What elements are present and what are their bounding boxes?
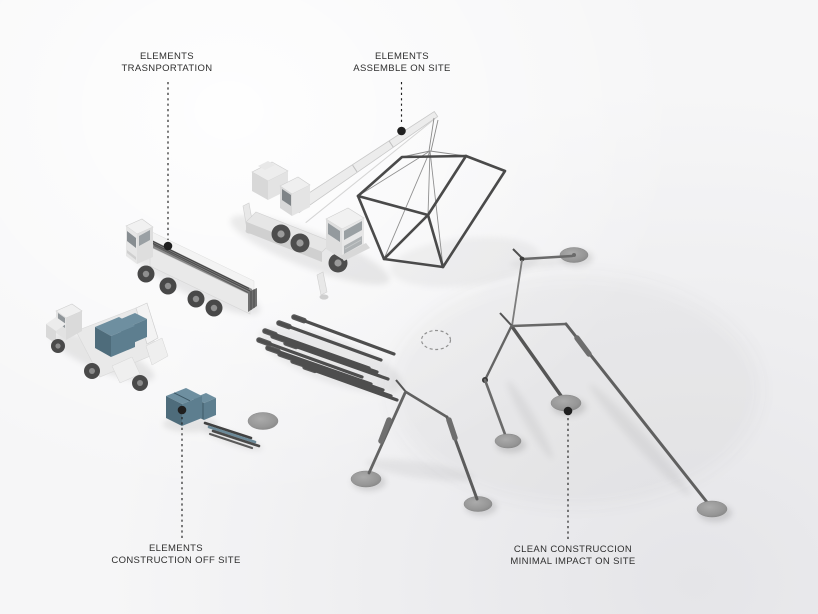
crane-boom (292, 110, 439, 224)
transport-truck (125, 218, 257, 317)
label-elements-construction-off-site: ELEMENTS CONSTRUCTION OFF SITE (111, 543, 240, 566)
trailer-cargo-rods (150, 239, 252, 297)
leg-structure-tent (350, 379, 497, 516)
anchor-dot (563, 406, 573, 416)
trailer-rear-grate (248, 288, 257, 312)
leader-clean (563, 406, 573, 541)
pickup-cargo-crates (95, 313, 147, 357)
crane-truck (242, 110, 439, 300)
label-elements-transportation: ELEMENTS TRASNPORTATION (122, 51, 213, 74)
rod-pile (256, 314, 399, 402)
crane-operator-cab (279, 176, 311, 216)
foundation-disc (350, 470, 382, 488)
label-line: ELEMENTS (374, 51, 429, 62)
wireframe-cables (357, 150, 467, 268)
label-line: ASSEMBLE ON SITE (353, 62, 451, 74)
wireframe-edges (356, 154, 507, 269)
transport-cab (125, 218, 154, 264)
pickup-side-flap (145, 337, 169, 366)
leader-offsite (177, 405, 187, 540)
foundation-disc (463, 496, 493, 512)
anchor-dot (177, 405, 187, 415)
leg-structure-walker (482, 247, 732, 522)
crane-cables (428, 117, 439, 152)
rod-bundle (203, 421, 261, 450)
foundation-disc (696, 500, 728, 518)
anchor-dot (163, 241, 173, 251)
pickup-cab (46, 303, 83, 344)
leader-assemble (397, 82, 406, 136)
pickup-truck (46, 302, 169, 391)
pickup-wheels (51, 339, 148, 391)
label-elements-assemble-on-site: ELEMENTS ASSEMBLE ON SITE (353, 51, 450, 74)
pickup-side-flap (111, 356, 141, 384)
trailer-near-wall (149, 246, 251, 315)
leader-transportation (163, 82, 173, 251)
offsite-crates (166, 388, 216, 426)
site-center-dashed-circle (420, 329, 452, 351)
transport-wheels (137, 265, 223, 317)
label-line: CLEAN CONSTRUCCION (513, 544, 633, 555)
label-line: ELEMENTS (139, 51, 194, 62)
foundation-disc (494, 433, 522, 449)
label-line: MINIMAL IMPACT ON SITE (510, 555, 636, 567)
label-line: CONSTRUCTION OFF SITE (111, 554, 241, 566)
anchor-dot (397, 126, 406, 136)
crane-counterweight (251, 161, 289, 200)
crane-driver-cab (325, 207, 370, 261)
wireframe-module (356, 150, 507, 269)
label-line: ELEMENTS (148, 543, 204, 554)
label-line: TRASNPORTATION (121, 62, 213, 74)
ground-disc-small (247, 412, 279, 430)
label-clean-construction: CLEAN CONSTRUCCION MINIMAL IMPACT ON SIT… (510, 544, 635, 567)
